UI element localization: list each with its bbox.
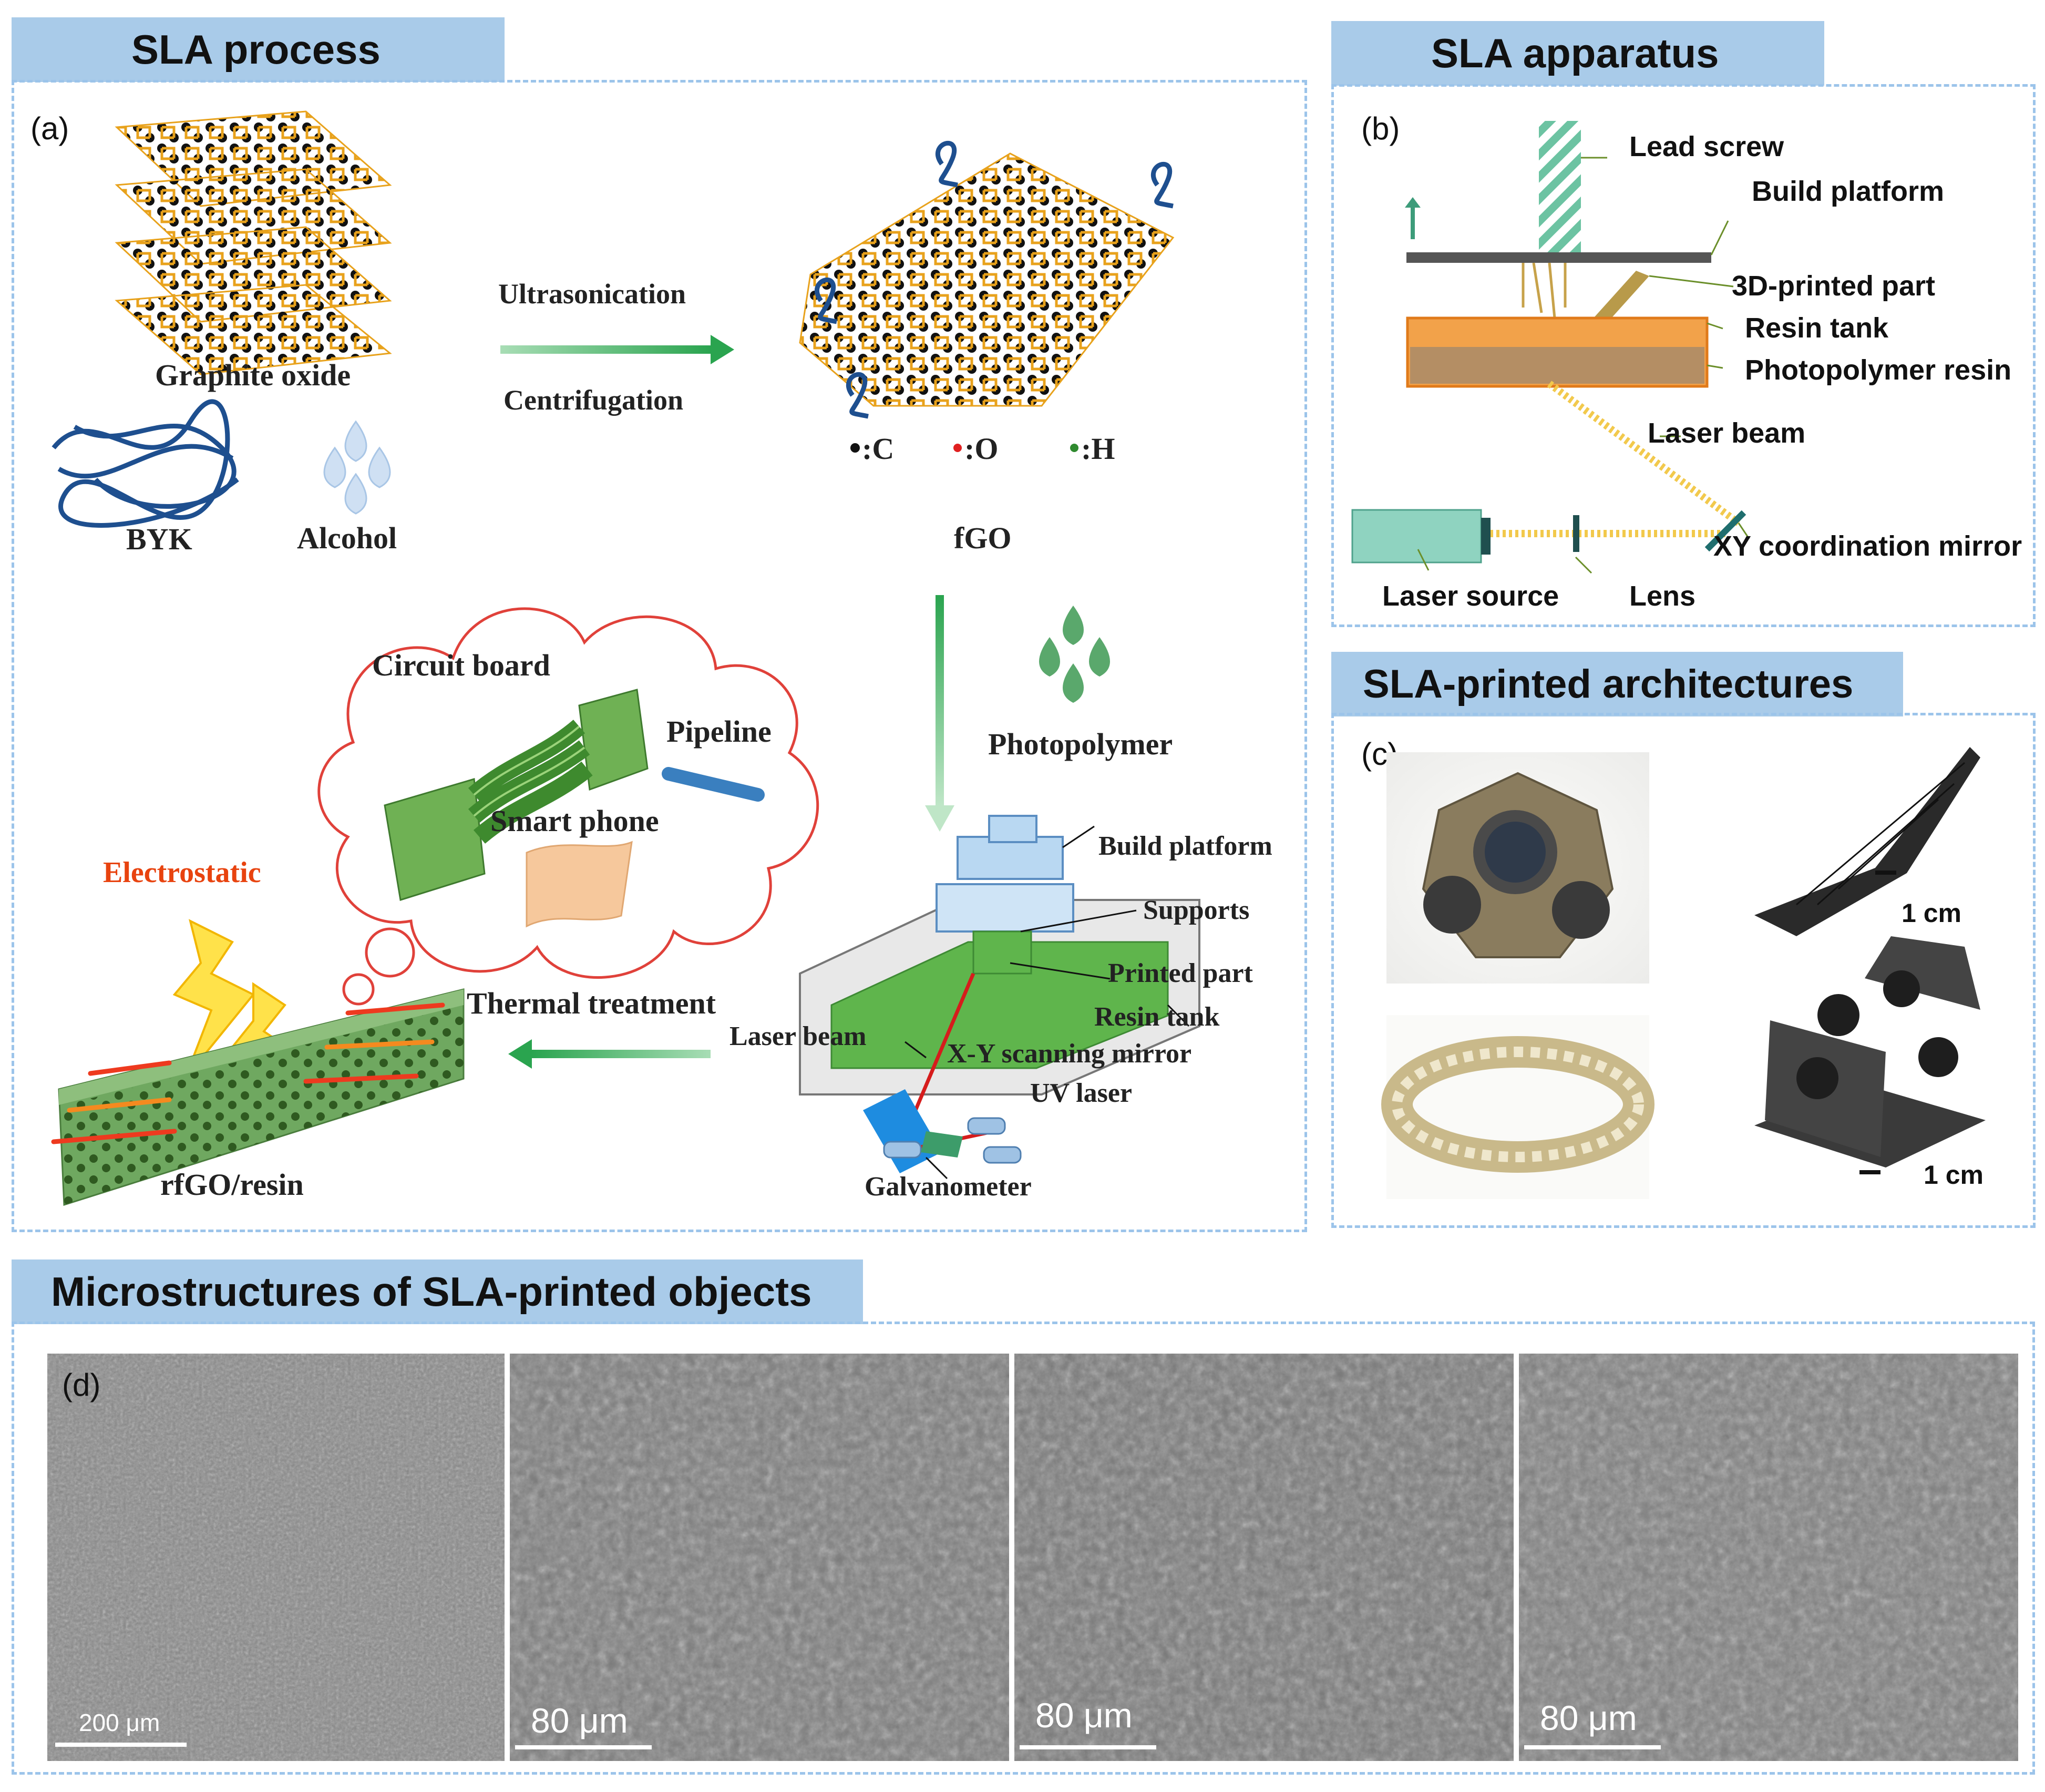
label-galvanometer: Galvanometer (865, 1172, 1032, 1202)
panel-b-letter: (b) (1361, 111, 1400, 146)
photopolymer-drops-icon (1039, 606, 1110, 703)
photopolymer-arrow (925, 595, 954, 832)
alcohol-drops-icon (323, 420, 391, 515)
xy-mirror-shape (1704, 510, 1746, 552)
label-pipeline: Pipeline (666, 714, 772, 749)
label-photopolymer: Photopolymer (988, 727, 1173, 761)
header-sla-apparatus: SLA apparatus (1331, 21, 1824, 86)
label-electrostatic: Electrostatic (103, 856, 261, 889)
sem-image-1 (47, 1354, 505, 1761)
panel-a-drawing (51, 110, 1200, 1206)
label-centrifugation: Centrifugation (503, 384, 683, 416)
label-alcohol: Alcohol (297, 521, 397, 555)
panel-d-letter: (d) (62, 1367, 101, 1402)
label-resin-tank-b: Resin tank (1745, 312, 1889, 344)
label-thermal-treatment: Thermal treatment (467, 986, 716, 1020)
legend-h-label: :H (1081, 432, 1115, 466)
label-xy-mirror: XY coordination mirror (1713, 530, 2022, 562)
build-platform-shape (1406, 252, 1711, 263)
label-uv-laser: UV laser (1030, 1078, 1133, 1108)
panel-b-apparatus-drawing (1351, 121, 1750, 574)
graphite-oxide-stack (115, 110, 392, 375)
label-laser-source: Laser source (1382, 580, 1559, 612)
label-scale-80um-1: 80 μm (531, 1701, 628, 1740)
circuit-board-icon (384, 689, 649, 901)
label-laser-beam-a: Laser beam (729, 1021, 867, 1051)
label-fgo: fGO (954, 521, 1012, 555)
panel-d-frame (12, 1322, 2035, 1775)
photo-propeller (1754, 747, 1980, 936)
label-scale-80um-2: 80 μm (1035, 1696, 1133, 1735)
sem-image-2 (510, 1354, 1009, 1761)
panel-d-sem-images (47, 1354, 2018, 1761)
thermal-treatment-arrow (508, 1039, 711, 1069)
label-resin-tank-a: Resin tank (1094, 1002, 1220, 1032)
header-microstructures: Microstructures of SLA-printed objects (12, 1259, 863, 1324)
label-photopolymer-resin: Photopolymer resin (1745, 354, 2012, 386)
ultrasonication-arrow (500, 335, 734, 364)
label-circuit-board: Circuit board (372, 648, 550, 682)
sla-machine-illustration (799, 815, 1200, 1180)
legend-c-dot (850, 443, 860, 453)
label-rfgo-resin: rfGO/resin (160, 1168, 304, 1202)
label-build-platform-b: Build platform (1752, 176, 1944, 207)
byk-polymer-icon (52, 399, 239, 528)
label-3d-printed-part: 3D-printed part (1732, 270, 1936, 302)
legend-o-label: :O (964, 432, 999, 466)
label-printed-part: Printed part (1108, 958, 1253, 988)
label-ultrasonication: Ultrasonication (498, 278, 686, 310)
legend-h-dot (1070, 444, 1078, 452)
rfgo-resin-slab (51, 988, 465, 1206)
label-smart-phone: Smart phone (490, 804, 659, 838)
pipeline-icon (662, 767, 765, 802)
label-supports: Supports (1143, 895, 1250, 925)
header-sla-process: SLA process (12, 17, 505, 82)
panel-c-frame (1331, 713, 2036, 1228)
legend-c-label: :C (862, 432, 895, 466)
legend-o-dot (953, 444, 962, 452)
panel-c-photos (1381, 747, 1986, 1199)
header-sla-apparatus-label: SLA apparatus (1431, 30, 1719, 76)
sem-image-4 (1519, 1354, 2018, 1761)
smart-phone-icon (526, 841, 633, 928)
label-scale-1cm-bottom: 1 cm (1924, 1160, 1984, 1190)
label-laser-beam-b: Laser beam (1648, 417, 1806, 449)
header-sla-process-label: SLA process (131, 26, 381, 73)
header-sla-printed-architectures: SLA-printed architectures (1331, 652, 1903, 716)
label-scale-200um: 200 μm (79, 1709, 160, 1736)
label-xy-scanning-mirror: X-Y scanning mirror (947, 1039, 1192, 1069)
header-architectures-label: SLA-printed architectures (1363, 662, 1854, 706)
laser-source-shape (1351, 509, 1482, 564)
label-graphite-oxide: Graphite oxide (155, 358, 351, 392)
sem-image-3 (1014, 1354, 1514, 1761)
label-lens: Lens (1629, 580, 1696, 612)
label-scale-80um-3: 80 μm (1540, 1698, 1637, 1737)
label-build-platform-a: Build platform (1098, 831, 1272, 861)
label-byk: BYK (126, 522, 192, 556)
panel-a-letter: (a) (30, 111, 69, 146)
label-scale-1cm-top: 1 cm (1902, 898, 1961, 928)
lead-screw-shape (1539, 121, 1581, 252)
header-microstructures-label: Microstructures of SLA-printed objects (51, 1268, 812, 1315)
fgo-sheet (799, 140, 1175, 419)
lens-shape (1573, 515, 1579, 552)
panel-a-frame (12, 80, 1307, 1232)
label-lead-screw: Lead screw (1629, 131, 1784, 162)
photo-gyroid-cube (1754, 936, 1986, 1174)
panel-b-frame (1331, 84, 2036, 627)
